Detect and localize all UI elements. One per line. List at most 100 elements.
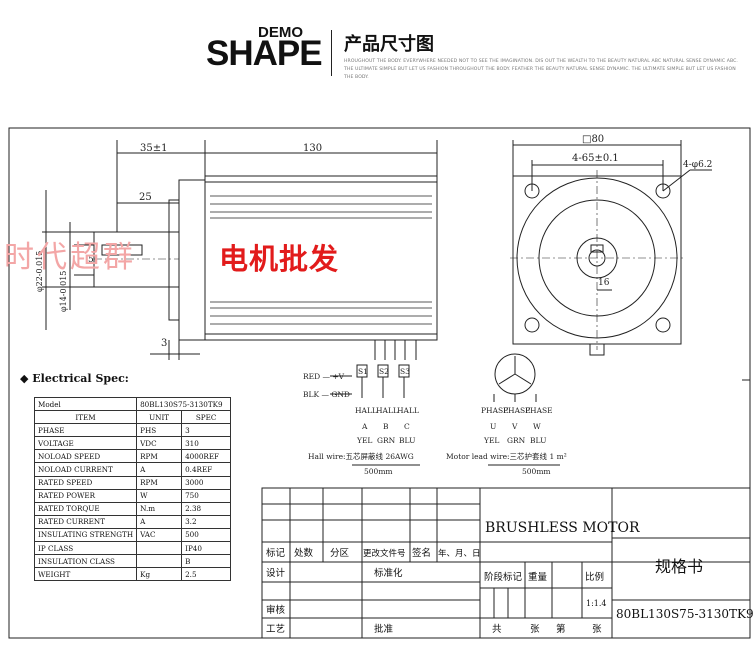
tb-label-zone: 分区 [330,548,350,559]
dim-square: □80 [582,134,604,145]
spec-cell-item: WEIGHT [33,567,138,582]
dim-hole-diameter: 4-φ6.2 [683,160,712,170]
spec-title-text: Electrical Spec: [32,372,129,385]
spec-cell-unit: A [136,462,183,477]
spec-cell-unit: Kg [136,567,183,582]
hall-letter-a: A [361,422,368,431]
hall-label-1: HALL [355,406,377,415]
tb-label-process: 工艺 [266,624,285,635]
spec-cell-unit: VAC [136,527,183,543]
tb-label-change: 更改文件号 [363,548,406,559]
title-scale: 1:1.4 [586,599,607,608]
spec-cell-unit [136,541,183,556]
logo-shape: SHAPE [206,34,323,73]
dim-shaft-length: 35±1 [140,143,167,154]
spec-cell-item: PHASE [33,423,138,438]
phase-wire-length: 500mm [522,467,551,476]
hall-label-3: HALL [397,406,419,415]
tb-label-count: 处数 [294,547,314,559]
spec-cell-item: NOLOAD CURRENT [33,462,138,477]
hall-wire-length: 500mm [364,467,393,476]
spec-cell-value: IP40 [181,541,232,556]
title-product: BRUSHLESS MOTOR [485,520,640,536]
spec-cell-item: VOLTAGE [33,436,138,451]
sensor-s2: S2 [379,367,389,376]
spec-cell-item: RATED TORQUE [33,501,138,516]
spec-header-spec: SPEC [181,410,232,425]
hall-letter-b: B [383,422,389,431]
page-header: DEMO SHAPE 产品尺寸图 HROUGHOUT THE BODY. EVE… [0,0,756,92]
tb-label-weight: 重量 [528,571,548,583]
dim-body-length: 130 [303,143,322,154]
spec-cell-value: 2.38 [181,501,232,516]
spec-model-value: 80BL130S75-3130TK9 [136,396,232,412]
spec-header-row: ITEM UNIT SPEC [33,410,232,425]
spec-cell-value: 3 [181,423,232,438]
hall-letter-c: C [404,422,410,431]
spec-cell-item: INSULATING STRENGTH [33,527,138,543]
spec-cell-unit: A [136,514,183,529]
phase-letter-v: V [511,422,518,431]
logo-demo: DEMO [258,24,303,41]
spec-cell-value: B [181,554,232,569]
spec-cell-item: RATED CURRENT [33,514,138,529]
motor-flange-front [178,179,206,341]
tb-label-sign: 签名 [412,547,431,559]
hall-color-yel: YEL [356,436,372,445]
spec-cell-item: INSULATION CLASS [33,554,138,569]
spec-cell-value: 3.2 [181,514,232,529]
dim-pilot-depth: 5 [88,255,94,265]
spec-title: ◆ Electrical Spec: [20,372,129,385]
tb-label-mark: 标记 [266,547,286,559]
sensor-s3: S3 [400,367,410,376]
logo-divider [331,30,332,76]
phase-letter-w: W [533,422,541,431]
sensor-s1: S1 [358,367,368,376]
tb-label-approve: 批准 [374,623,394,635]
hall-label-2: HALL [376,406,398,415]
spec-cell-item: IP CLASS [33,541,138,556]
watermark-left: 时代超群 [4,240,136,275]
phase-label-u: PHASE [481,406,509,415]
spec-row: INSULATION CLASS B [33,554,232,569]
spec-cell-item: RATED SPEED [33,475,138,490]
spec-cell-unit: RPM [136,449,183,464]
phase-label-w: PHASE [525,406,553,415]
spec-table: Model 80BL130S75-3130TK9 ITEM UNIT SPEC … [33,396,232,582]
spec-cell-value: 2.5 [181,567,232,582]
spec-header-item: ITEM [33,410,138,425]
dim-flange-thickness: 3 [161,338,167,349]
spec-cell-value: 3000 [181,475,232,490]
dim-pilot-diameter: φ14-0.015 [59,271,68,312]
dim-key-depth: 16 [598,278,610,288]
title-document: 规格书 [655,557,703,576]
spec-cell-unit [136,554,183,569]
tb-label-review: 审核 [266,604,286,616]
phase-label-v: PHASE [503,406,531,415]
spec-cell-value: 310 [181,436,232,451]
hall-color-blu: BLU [399,436,415,445]
page-title: 产品尺寸图 [344,34,434,55]
spec-cell-value: 500 [181,527,232,543]
spec-cell-unit: RPM [136,475,183,490]
dim-hole-pcd: 4-65±0.1 [572,153,619,164]
tb-label-design: 设计 [266,567,286,579]
header-tagline: HROUGHOUT THE BODY. EVERYWHERE NEEDED NO… [344,59,738,80]
spec-header-unit: UNIT [136,410,183,425]
watermark-right: 电机批发 [219,242,340,276]
hall-wire-note: Hall wire:五芯屏蔽线 26AWG [308,451,414,461]
title-block [261,487,751,639]
dimension-drawing: 35±1 130 25 φ22-0.015 φ14-0.015 5 3 □80 … [8,127,754,639]
motor-body [204,175,438,341]
shaft-key [101,244,143,256]
phase-wire-note: Motor lead wire:三芯护套线 1 m² [446,451,567,461]
hall-color-grn: GRN [377,436,396,445]
spec-cell-unit: VDC [136,436,183,451]
